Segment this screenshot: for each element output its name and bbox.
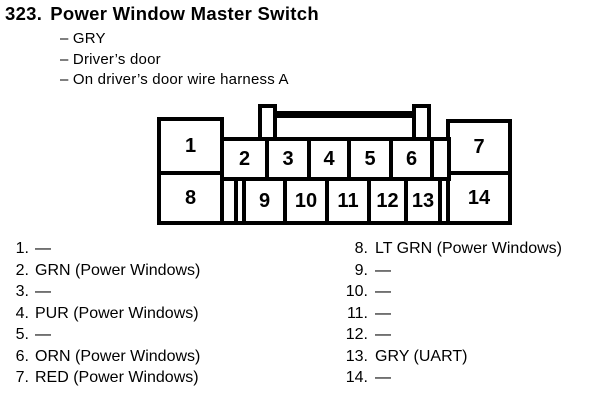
- pin-legend-right: 8. LT GRN (Power Windows) 9. — 10. — 11.…: [337, 238, 562, 389]
- legend-row: 2. GRN (Power Windows): [0, 260, 201, 282]
- pin-label: —: [35, 240, 51, 257]
- pin-number: 2.: [15, 261, 29, 279]
- pin-cell-1: 1: [157, 117, 224, 175]
- pin-number: 7.: [15, 369, 29, 386]
- legend-row: 5. —: [0, 324, 200, 346]
- pin-number: 13.: [345, 347, 368, 365]
- legend-row: 10. —: [337, 281, 562, 303]
- pin-number: 8.: [354, 240, 368, 257]
- pin-label: —: [375, 261, 391, 279]
- pin-number: 1.: [15, 240, 29, 257]
- pin-label: GRY (UART): [375, 347, 468, 365]
- legend-row: 3. —: [0, 281, 200, 303]
- pin-number: 6.: [15, 347, 29, 365]
- pin-cell-2: 2: [220, 137, 269, 181]
- pin-cell-5: 5: [347, 137, 393, 181]
- pin-label: —: [375, 326, 391, 343]
- connector-notes: – GRY – Driver’s door – On driver’s door…: [60, 29, 289, 91]
- pin-cell-10: 10: [283, 177, 329, 225]
- pin-label: —: [375, 369, 391, 386]
- pin-cell-13: 13: [404, 177, 442, 225]
- pin-cell-8: 8: [157, 171, 224, 225]
- legend-row: 8. LT GRN (Power Windows): [337, 238, 562, 260]
- pin-label: —: [375, 304, 391, 322]
- note-color: – GRY: [60, 30, 106, 47]
- legend-row: 7. RED (Power Windows): [0, 367, 200, 389]
- note-location: – Driver’s door: [60, 50, 161, 68]
- pin-cell-3: 3: [265, 137, 311, 181]
- pin-label: ORN (Power Windows): [35, 347, 201, 365]
- blank-cavity-top: [430, 137, 451, 181]
- pin-label: —: [375, 283, 391, 300]
- pin-number: 11.: [346, 304, 368, 322]
- pin-label: GRN (Power Windows): [35, 261, 201, 279]
- pin-number: 4.: [15, 304, 29, 322]
- pin-label: —: [35, 326, 51, 343]
- pin-cell-6: 6: [389, 137, 434, 181]
- legend-row: 13. GRY (UART): [337, 346, 562, 368]
- pin-cell-7: 7: [446, 119, 512, 175]
- pin-label: RED (Power Windows): [35, 369, 199, 386]
- blank-cavity-bottom: [220, 177, 238, 225]
- legend-row: 9. —: [337, 260, 562, 282]
- pin-number: 9.: [354, 261, 368, 279]
- legend-row: 14. —: [337, 367, 562, 389]
- pin-label: PUR (Power Windows): [35, 304, 199, 322]
- page-title: 323. Power Window Master Switch: [5, 3, 319, 25]
- pin-number: 5.: [15, 326, 29, 343]
- item-title: Power Window Master Switch: [50, 3, 319, 24]
- item-number: 323.: [5, 3, 43, 24]
- pin-cell-12: 12: [367, 177, 408, 225]
- pin-cell-4: 4: [307, 137, 351, 181]
- bracket-bar: [270, 111, 420, 118]
- legend-row: 4. PUR (Power Windows): [0, 303, 200, 325]
- pin-number: 10.: [345, 283, 368, 300]
- pin-legend-left: 1. — 2. GRN (Power Windows) 3. — 4. PUR …: [0, 238, 201, 389]
- note-harness: – On driver’s door wire harness A: [60, 71, 289, 88]
- connector-bottom-edge: [157, 221, 512, 225]
- pin-cell-14: 14: [446, 171, 512, 225]
- legend-row: 1. —: [0, 238, 200, 260]
- pin-label: —: [35, 283, 51, 300]
- pin-label: LT GRN (Power Windows): [375, 240, 562, 257]
- pin-cell-9: 9: [242, 177, 287, 225]
- pin-number: 3.: [15, 283, 29, 300]
- legend-row: 12. —: [337, 324, 562, 346]
- legend-row: 6. ORN (Power Windows): [0, 346, 201, 368]
- pin-number: 12.: [345, 326, 368, 343]
- legend-row: 11. —: [337, 303, 562, 325]
- pin-number: 14.: [345, 369, 368, 386]
- pin-cell-11: 11: [325, 177, 371, 225]
